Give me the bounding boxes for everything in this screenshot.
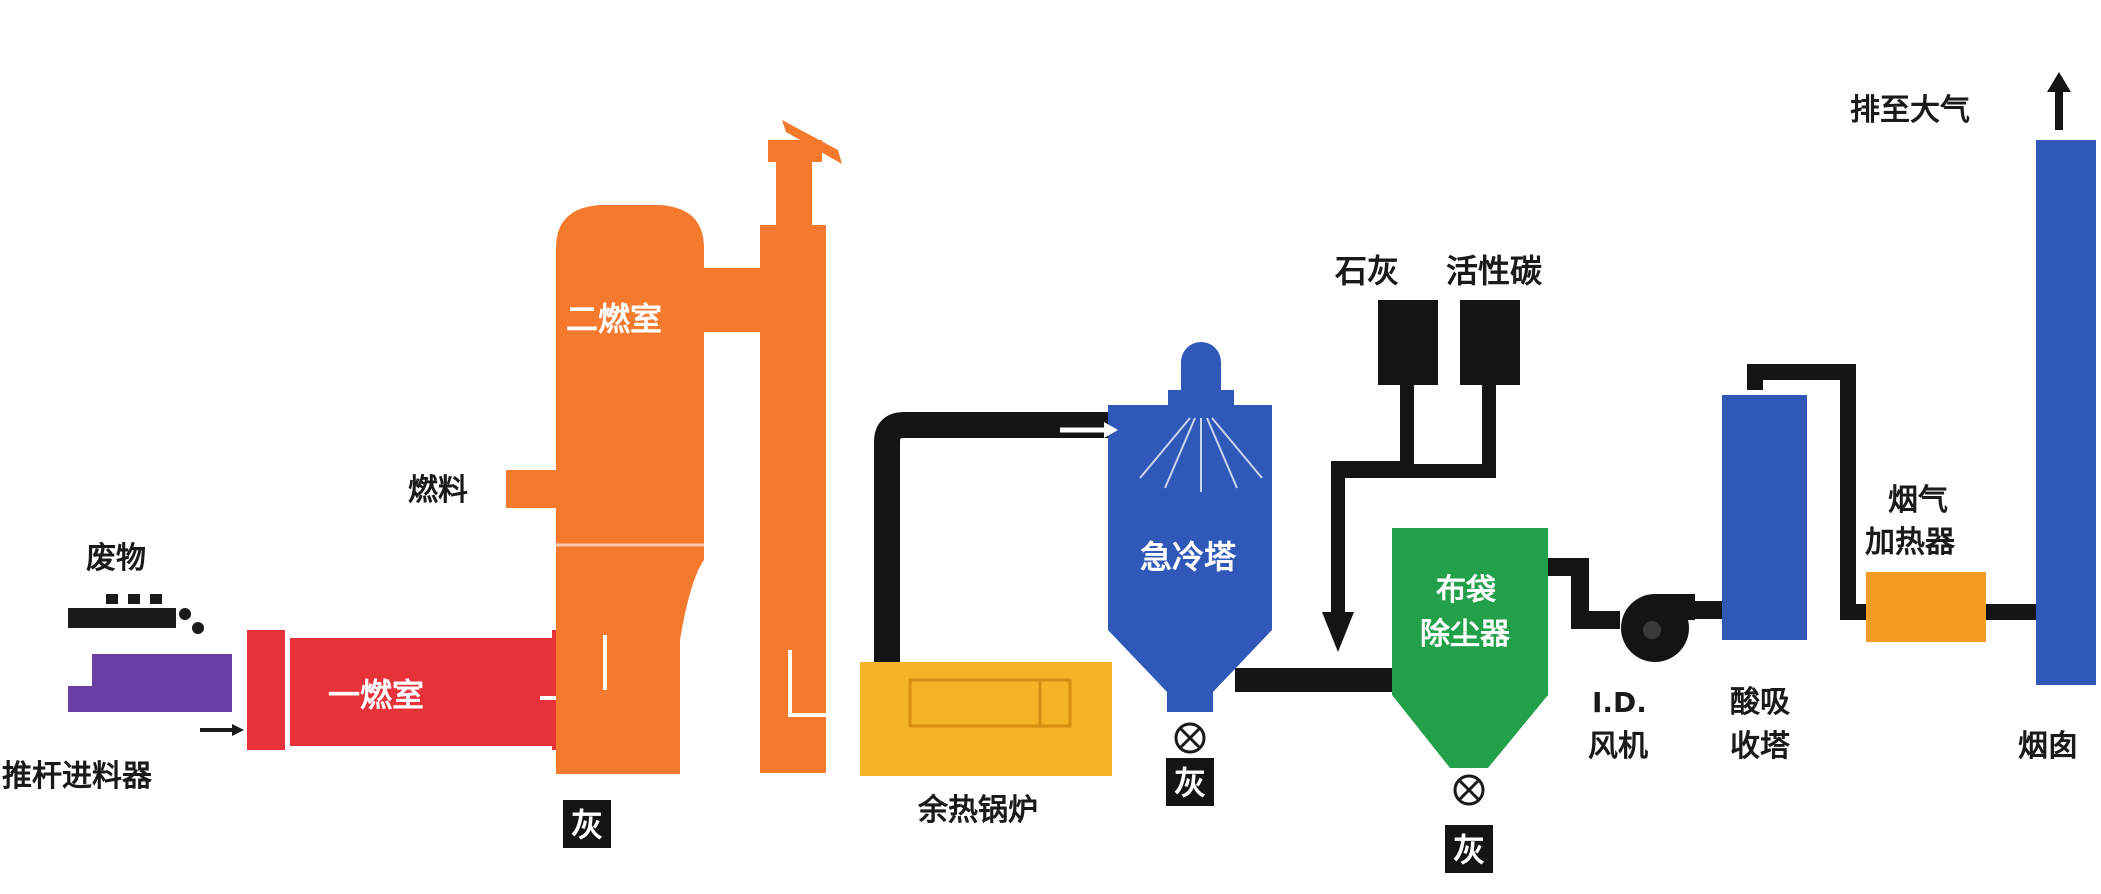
baghouse-body <box>1392 528 1548 768</box>
fuel-label: 燃料 <box>408 473 468 508</box>
quench-inlet-arrowhead <box>1104 422 1118 438</box>
ash-badge-baghouse <box>1445 825 1493 873</box>
baghouse <box>1392 528 1548 768</box>
id-fan <box>1621 594 1695 662</box>
spray-pattern <box>1139 417 1263 492</box>
boiler-drum <box>908 678 1072 728</box>
carbon-label: 活性碳 <box>1446 252 1543 290</box>
ash-label-baghouse: 灰 <box>1453 831 1485 869</box>
emergency-damper <box>782 120 842 164</box>
riser-body <box>760 225 826 773</box>
ash-badge-quench <box>1166 758 1214 806</box>
quench-tower-label: 急冷塔 <box>1140 538 1237 576</box>
feeder-ram <box>68 654 232 712</box>
secondary-chamber-label: 二燃室 <box>566 300 662 338</box>
ash-label-quench: 灰 <box>1174 764 1206 802</box>
crossover-duct <box>700 268 770 332</box>
quench-tower <box>1060 342 1272 712</box>
waste-piece <box>128 594 140 604</box>
heater-label-1: 烟气 <box>1888 483 1948 518</box>
boiler-label: 余热锅炉 <box>917 793 1038 828</box>
flue-gas-heater <box>1866 572 1986 642</box>
chimney-label: 烟囱 <box>2018 729 2078 764</box>
riser-stack <box>760 120 842 773</box>
baghouse-label-1: 布袋 <box>1436 573 1496 608</box>
waste-heat-boiler <box>860 662 1112 776</box>
lime-silo <box>1378 300 1438 385</box>
acid-absorber-label-1: 酸吸 <box>1730 685 1790 720</box>
riser-flow-arrow <box>788 650 842 717</box>
acid-absorber <box>1722 395 1807 640</box>
primary-chamber-inlet <box>247 630 285 750</box>
waste-piece <box>179 608 191 620</box>
waste-label: 废物 <box>86 541 146 576</box>
pusher-feeder-label: 推杆进料器 <box>2 759 153 794</box>
ash-label-primary: 灰 <box>571 806 603 844</box>
fuel-inlet <box>506 470 558 508</box>
ash-badge-primary <box>563 800 611 848</box>
flue-pipes <box>874 364 2038 692</box>
heater-label-2: 加热器 <box>1865 525 1956 560</box>
id-fan-hub <box>1643 621 1661 639</box>
primary-chamber-label: 一燃室 <box>328 676 424 714</box>
secondary-chamber-body <box>556 205 704 774</box>
carbon-silo <box>1460 300 1520 385</box>
waste-tray <box>68 608 176 628</box>
quench-tower-body <box>1108 405 1272 712</box>
riser-cap <box>768 140 822 162</box>
waste-piece <box>106 594 118 604</box>
ash-valve-baghouse <box>1453 774 1485 806</box>
spray-nozzle-base <box>1181 362 1221 392</box>
pusher-feeder <box>68 594 244 736</box>
id-fan-label-1: I.D. <box>1592 686 1647 719</box>
injection-arrowhead <box>1322 612 1354 652</box>
id-fan-outlet <box>1655 594 1695 620</box>
id-fan-label-2: 风机 <box>1588 729 1648 764</box>
ash-valve-quench <box>1174 722 1206 754</box>
spray-nozzle-plate <box>1168 390 1234 408</box>
riser-neck <box>776 160 812 230</box>
waste-piece <box>150 594 162 604</box>
lime-label: 石灰 <box>1334 252 1399 290</box>
reagent-silos <box>1322 300 1520 652</box>
waste-piece <box>192 622 204 634</box>
secondary-chamber <box>506 205 770 774</box>
primary-chamber-body <box>290 638 552 746</box>
feed-arrowhead <box>232 724 244 736</box>
chimney <box>2036 72 2096 685</box>
chimney-body <box>2036 140 2096 685</box>
exhaust-arrowhead <box>2047 72 2071 92</box>
pipe-boiler-to-quench <box>874 412 1115 680</box>
pipe-absorber-to-heater <box>1747 364 1868 620</box>
acid-absorber-label-2: 收塔 <box>1730 729 1791 764</box>
to-atmosphere-label: 排至大气 <box>1850 93 1970 128</box>
baghouse-label-2: 除尘器 <box>1420 617 1511 652</box>
pipe-baghouse-to-fan <box>1540 558 1620 629</box>
